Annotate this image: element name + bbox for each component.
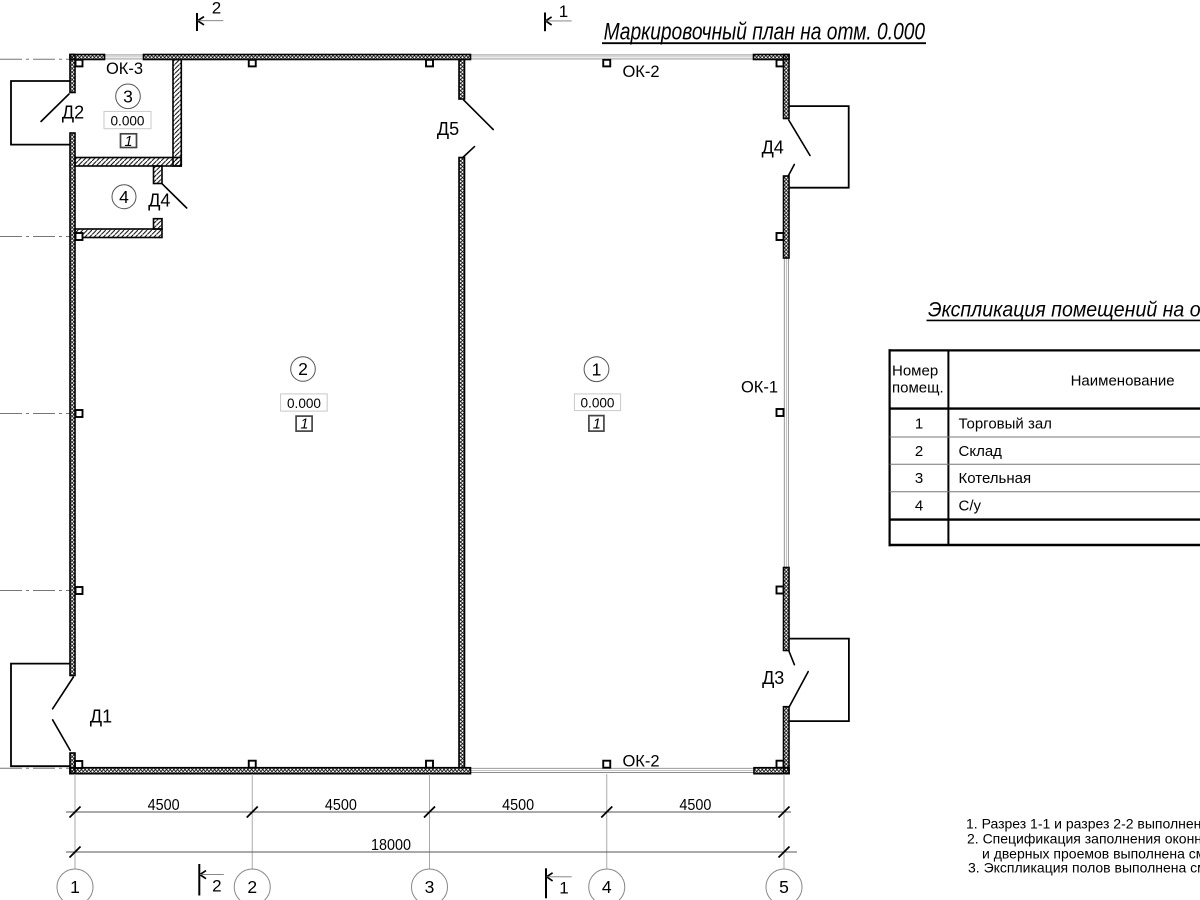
svg-text:Д4: Д4 [762,138,784,158]
svg-text:Д5: Д5 [437,119,459,139]
svg-text:помещ.: помещ. [892,380,944,397]
svg-text:1: 1 [915,416,923,433]
svg-text:2: 2 [247,877,257,897]
svg-text:0.000: 0.000 [111,112,145,128]
svg-text:Д4: Д4 [148,191,170,211]
svg-text:4: 4 [602,877,612,897]
svg-text:1. Разрез 1-1 и разрез 2-2 вып: 1. Разрез 1-1 и разрез 2-2 выполнены на … [966,815,1200,831]
svg-text:2: 2 [212,877,221,896]
svg-text:4: 4 [915,498,923,515]
svg-text:4500: 4500 [325,797,357,814]
svg-text:3: 3 [915,470,923,487]
svg-text:и дверных проемов выполнена см: и дверных проемов выполнена см. лист [982,846,1200,862]
svg-text:0.000: 0.000 [581,395,615,411]
svg-text:3. Экспликация полов выполнена: 3. Экспликация полов выполнена см. лист [968,860,1200,876]
svg-text:3: 3 [425,877,435,897]
svg-text:1: 1 [592,359,602,379]
svg-text:Д2: Д2 [62,103,84,123]
svg-text:Экспликация помещений на отм.: Экспликация помещений на отм. 0.000 [928,298,1200,322]
svg-text:1: 1 [559,879,568,898]
svg-text:Номер: Номер [892,363,938,380]
svg-text:4500: 4500 [502,797,534,814]
svg-text:5: 5 [779,877,789,897]
svg-text:Наименование: Наименование [1071,373,1175,390]
svg-text:4: 4 [119,187,129,207]
svg-text:3: 3 [123,87,133,107]
svg-text:2. Спецификация заполнения око: 2. Спецификация заполнения оконных [967,830,1200,846]
svg-text:18000: 18000 [371,837,411,854]
svg-text:4500: 4500 [679,797,711,814]
svg-text:Д1: Д1 [90,707,112,727]
svg-text:1: 1 [70,877,80,897]
svg-text:1: 1 [559,2,568,21]
svg-text:Котельная: Котельная [959,470,1032,487]
svg-text:Д3: Д3 [762,668,784,688]
svg-text:1: 1 [125,134,133,150]
svg-text:Склад: Склад [959,443,1003,460]
svg-text:2: 2 [298,359,308,379]
svg-text:2: 2 [915,443,923,460]
svg-text:2: 2 [212,0,221,17]
svg-text:4500: 4500 [148,797,180,814]
svg-text:0.000: 0.000 [287,395,321,411]
svg-text:ОК-1: ОК-1 [741,379,778,397]
svg-text:ОК-2: ОК-2 [622,63,659,81]
svg-text:Маркировочный план на отм. 0.0: Маркировочный план на отм. 0.000 [604,18,926,45]
svg-text:Торговый зал: Торговый зал [959,416,1052,433]
svg-text:1: 1 [593,416,601,432]
svg-text:1: 1 [300,417,308,433]
svg-text:ОК-2: ОК-2 [622,753,659,771]
svg-text:ОК-3: ОК-3 [106,60,143,78]
svg-text:С/у: С/у [959,498,982,515]
